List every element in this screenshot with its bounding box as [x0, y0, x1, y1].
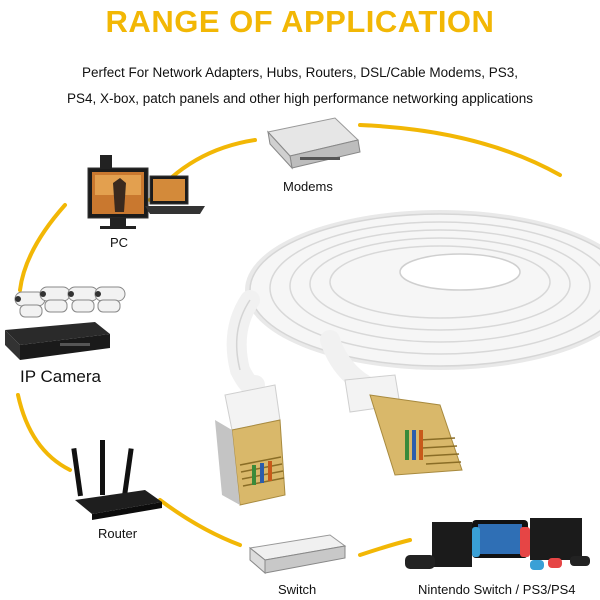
- device-label-pc: PC: [110, 235, 129, 250]
- rj45-plug-left: [215, 384, 286, 506]
- ip-camera-icon: [5, 286, 126, 360]
- cable-coil: [226, 210, 600, 396]
- subtitle-line-1: Perfect For Network Adapters, Hubs, Rout…: [82, 65, 518, 80]
- device-label-switch: Switch: [278, 582, 317, 597]
- modem-icon: [267, 117, 361, 170]
- subtitle-line-2: PS4, X-box, patch panels and other high …: [66, 91, 534, 106]
- console-icon: [405, 518, 590, 570]
- rj45-plug-right: [344, 374, 463, 476]
- router-icon: [71, 440, 162, 520]
- device-label-console: Nintendo Switch / PS3/PS4: [418, 582, 576, 597]
- device-label-modems: Modems: [283, 179, 333, 194]
- pc-icon: [87, 155, 205, 229]
- page-title: RANGE OF APPLICATION: [105, 4, 495, 39]
- device-label-ip-camera: IP Camera: [20, 367, 101, 386]
- page-subtitle: Perfect For Network Adapters, Hubs, Rout…: [20, 60, 580, 112]
- switch-icon: [248, 534, 347, 575]
- device-label-router: Router: [98, 526, 138, 541]
